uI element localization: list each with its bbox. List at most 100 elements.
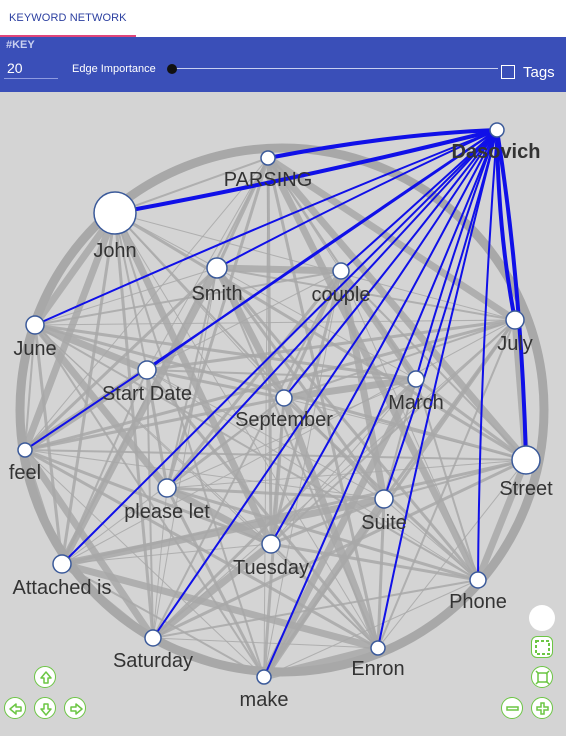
- highlight-edge-john: [114, 128, 498, 215]
- node-june[interactable]: [25, 315, 45, 335]
- node-suite[interactable]: [374, 489, 394, 509]
- edge-start-date-september: [146, 368, 285, 400]
- node-saturday[interactable]: [144, 629, 162, 647]
- edge-suite-phone: [383, 498, 479, 581]
- node-phone[interactable]: [469, 571, 487, 589]
- tags-label: Tags: [523, 64, 555, 81]
- tab-keyword-network[interactable]: KEYWORD NETWORK: [0, 0, 136, 37]
- edge-feel-saturday: [22, 448, 156, 640]
- node-make[interactable]: [256, 669, 272, 685]
- key-count-input[interactable]: [4, 57, 58, 79]
- edge-march-suite: [383, 378, 417, 500]
- edge-couple-make: [263, 270, 342, 678]
- highlight-edge-march: [415, 129, 498, 380]
- edge-couple-street: [340, 270, 527, 461]
- node-start-date[interactable]: [137, 360, 157, 380]
- edge-phone-saturday: [152, 579, 479, 639]
- node-feel[interactable]: [17, 442, 33, 458]
- edge-please-let-saturday: [152, 487, 168, 639]
- edge-attached-is-make: [61, 563, 265, 678]
- node-label-july: July: [497, 333, 533, 355]
- zoom-fit-button[interactable]: [531, 666, 553, 688]
- edge-june-please-let: [32, 322, 170, 491]
- edge-please-let-phone: [166, 486, 479, 582]
- node-street[interactable]: [511, 445, 541, 475]
- edge-july-feel: [24, 318, 516, 452]
- pan-down-button[interactable]: [34, 697, 56, 719]
- tags-checkbox[interactable]: [501, 65, 515, 79]
- edge-parsing-john: [114, 157, 269, 214]
- edge-smith-attached-is: [58, 266, 221, 566]
- edge-saturday-make: [152, 637, 265, 678]
- edge-start-date-saturday: [146, 369, 154, 639]
- edge-importance-slider-track[interactable]: [170, 68, 498, 69]
- node-attached-is[interactable]: [52, 554, 72, 574]
- edge-smith-suite: [215, 267, 386, 500]
- highlight-edge-smith: [216, 129, 498, 269]
- node-label-enron: Enron: [351, 658, 404, 680]
- edge-suite-tuesday: [270, 497, 385, 546]
- circle-icon[interactable]: [529, 605, 555, 631]
- edge-start-date-suite: [146, 369, 385, 500]
- edge-tuesday-enron: [270, 543, 379, 649]
- edge-please-let-tuesday: [165, 484, 273, 548]
- edge-john-start-date: [114, 212, 148, 371]
- edge-john-june: [32, 210, 118, 328]
- node-couple[interactable]: [332, 262, 350, 280]
- node-label-phone: Phone: [449, 591, 507, 613]
- highlight-edge-enron: [377, 129, 498, 649]
- edge-feel-attached-is: [24, 449, 63, 565]
- edge-feel-enron: [24, 448, 379, 650]
- edge-importance-slider-thumb[interactable]: [167, 64, 177, 74]
- node-enron[interactable]: [370, 640, 386, 656]
- tab-label: KEYWORD NETWORK: [9, 12, 127, 24]
- highlight-edge-parsing: [267, 128, 498, 160]
- highlight-edge-september: [283, 129, 498, 399]
- edge-july-start-date: [146, 318, 516, 372]
- edge-couple-please-let: [165, 270, 343, 489]
- select-button[interactable]: [531, 636, 553, 658]
- node-please-let[interactable]: [157, 478, 177, 498]
- node-label-street: Street: [499, 478, 553, 500]
- edge-john-street: [114, 211, 527, 462]
- node-label-march: March: [388, 392, 444, 414]
- edge-march-please-let: [166, 378, 417, 489]
- node-dasovich[interactable]: [489, 122, 505, 138]
- left-arrow-icon: [9, 703, 22, 715]
- edge-september-street: [283, 397, 527, 461]
- zoom-out-icon: [506, 706, 519, 711]
- zoom-out-button[interactable]: [501, 697, 523, 719]
- zoom-in-icon: [536, 702, 549, 715]
- node-label-start-date: Start Date: [102, 383, 192, 405]
- edge-feel-make: [24, 449, 265, 678]
- node-smith[interactable]: [206, 257, 228, 279]
- edge-june-feel: [24, 324, 36, 451]
- tab-bar: KEYWORD NETWORK: [0, 0, 566, 37]
- zoom-in-button[interactable]: [531, 697, 553, 719]
- edge-feel-street: [24, 449, 527, 461]
- pan-right-button[interactable]: [64, 697, 86, 719]
- node-july[interactable]: [505, 310, 525, 330]
- node-label-john: John: [93, 240, 136, 262]
- edge-couple-september: [282, 270, 343, 399]
- pan-left-button[interactable]: [4, 697, 26, 719]
- node-tuesday[interactable]: [261, 534, 281, 554]
- edge-july-september: [283, 319, 516, 399]
- up-arrow-icon: [40, 671, 52, 684]
- pan-up-button[interactable]: [34, 666, 56, 688]
- edge-start-date-please-let: [145, 369, 169, 489]
- edge-couple-start-date: [146, 270, 342, 371]
- node-parsing[interactable]: [260, 150, 276, 166]
- highlight-edge-june: [34, 129, 498, 326]
- node-september[interactable]: [275, 389, 293, 407]
- highlight-edge-attached-is: [61, 129, 498, 565]
- control-panel: #KEY Edge Importance Tags: [0, 37, 566, 92]
- node-label-september: September: [235, 409, 333, 431]
- node-john[interactable]: [93, 191, 137, 235]
- edge-start-date-march: [146, 369, 417, 380]
- node-march[interactable]: [407, 370, 425, 388]
- highlight-edge-make: [263, 129, 498, 678]
- edge-phone-make: [263, 579, 479, 678]
